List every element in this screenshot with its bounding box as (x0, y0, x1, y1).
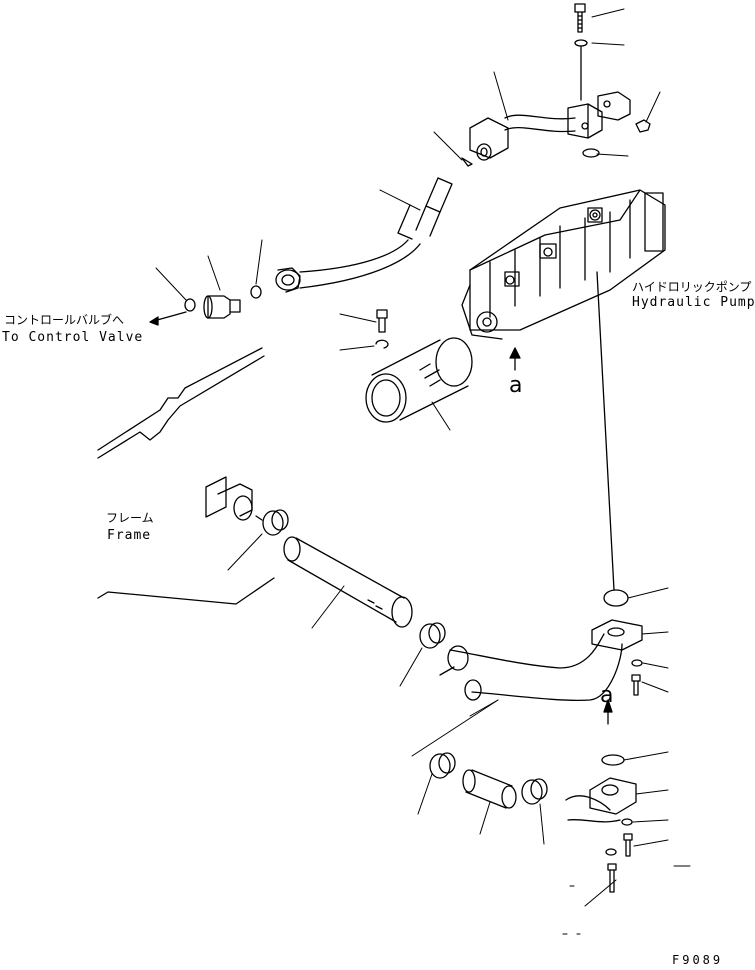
hose-clamp-2 (419, 622, 446, 649)
flange-washer-3 (605, 848, 617, 856)
flange-washer-2 (621, 818, 633, 826)
top-bolt (574, 3, 586, 33)
hose-clamp-1 (255, 509, 289, 536)
pipe-flange-lower (565, 777, 637, 823)
hose-assembly (275, 177, 453, 293)
upper-elbow-pipe (469, 91, 631, 161)
reference-a-upper: a (509, 373, 523, 398)
figure-number: F9089 (672, 953, 724, 967)
leader-lines (155, 8, 691, 935)
short-hose (462, 769, 517, 809)
left-oring-1 (184, 298, 196, 312)
lower-oring-1 (603, 589, 629, 607)
arrow-a-upper (509, 347, 521, 371)
frame-label-en: Frame (107, 528, 152, 543)
frame-outline (97, 347, 275, 605)
frame-label-jp: フレーム (106, 511, 154, 525)
flange-washer-1 (631, 659, 643, 667)
flange-bolt-2 (623, 833, 633, 857)
upper-oring (582, 148, 600, 158)
lower-oring-2 (601, 754, 625, 766)
hydraulic-pump-label-en: Hydraulic Pump (632, 295, 755, 310)
connection-line (596, 271, 615, 591)
adapter-fitting (203, 295, 241, 319)
flange-bolt-1 (631, 674, 641, 696)
small-bolt (635, 119, 651, 133)
filter-washer (375, 339, 389, 349)
control-valve-label-en: To Control Valve (2, 330, 144, 345)
hose-clamp-3 (429, 752, 456, 779)
hydraulic-pump-label-jp: ハイドロリックポンプ (632, 280, 752, 294)
left-oring-2 (250, 285, 262, 299)
pipe-flange-upper (591, 619, 643, 651)
suction-hose (283, 536, 413, 628)
strainer-filter (365, 337, 473, 423)
arrow-to-control-valve (149, 311, 187, 326)
top-washer (574, 39, 588, 47)
flange-bolt-3 (607, 863, 617, 893)
control-valve-label-jp: コントロールバルブへ (4, 313, 125, 327)
hose-clamp-4 (521, 778, 548, 805)
suction-flange (205, 476, 253, 521)
filter-bolt (376, 309, 388, 333)
small-oring (461, 157, 473, 167)
hydraulic-pump (461, 189, 666, 340)
arrow-a-lower (603, 699, 613, 725)
reference-a-lower: a (600, 683, 614, 708)
